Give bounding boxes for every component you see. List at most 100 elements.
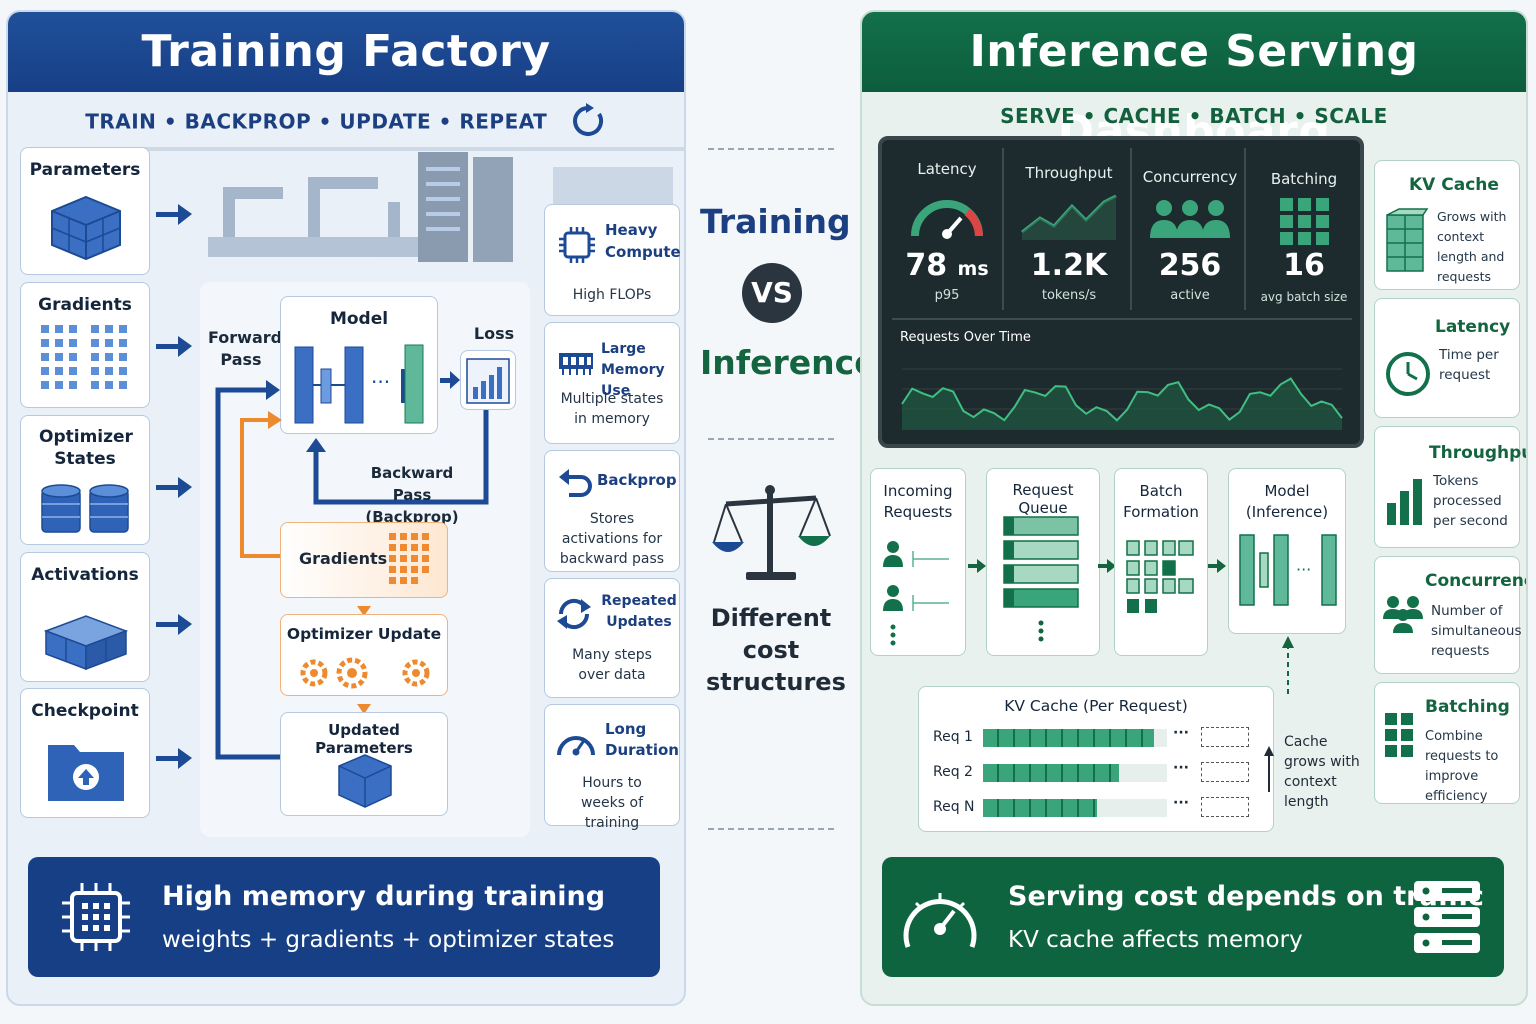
requests-chart: Requests Over Time — [892, 318, 1352, 436]
inference-title: Inference Serving Dashboard — [862, 12, 1526, 157]
model-inference-box: Model (Inference) ··· — [1228, 468, 1346, 634]
metric-label: Concurrency — [1142, 168, 1238, 186]
kv-row-label: Req N — [933, 799, 975, 815]
cache-grow-arrow — [1264, 746, 1274, 792]
side-concurrency: Concurrency Number of simultaneous reque… — [1374, 556, 1526, 674]
metric-label: Batching — [1270, 170, 1338, 188]
updated-parameters-box: Updated Parameters — [280, 712, 448, 816]
cpu-icon — [62, 883, 130, 951]
memory-icon — [559, 353, 593, 375]
metric-label: Latency — [917, 160, 977, 178]
metrics-monitor: Latency 78 ms p95 Throughput 1.2K tokens… — [878, 136, 1364, 448]
refresh-icon — [557, 598, 591, 630]
divider — [708, 828, 834, 830]
side-latency: Latency Time per request — [1374, 298, 1520, 418]
gears-icon — [300, 657, 430, 689]
model-label: Model — [329, 309, 389, 329]
metric-sub: tokens/s — [1041, 288, 1097, 303]
kv-cache-title: KV Cache (Per Request) — [1004, 697, 1188, 715]
optimizer-update-label: Optimizer Update — [286, 625, 442, 643]
loss-chart-icon-box — [460, 350, 516, 410]
training-subtitle-text: TRAIN • BACKPROP • UPDATE • REPEAT — [85, 109, 548, 134]
cache-grow-note: Cache grows with context length — [1284, 734, 1360, 810]
feature-title: Backprop — [597, 471, 677, 489]
kv-row-empty-slot — [1201, 797, 1249, 817]
side-text: Time per request — [1439, 347, 1499, 383]
gradients-card: Gradients — [20, 282, 150, 408]
down-arrow-2 — [357, 704, 371, 714]
checkpoint-label: Checkpoint — [31, 701, 139, 721]
grid-dots-icon — [41, 325, 127, 389]
kv-row-fill — [983, 799, 1097, 817]
kv-cache-box: KV Cache (Per Request) Req 1···Req 2···R… — [918, 686, 1274, 832]
training-title: Training Factory — [8, 12, 684, 92]
checkpoint-card: Checkpoint — [20, 688, 150, 818]
users-icon — [1383, 596, 1423, 633]
updated-parameters-label: Updated Parameters — [315, 721, 413, 757]
side-kv-cache: KV Cache Grows with context length and r… — [1374, 160, 1520, 290]
kv-row-empty-slot — [1201, 727, 1249, 747]
gauge-icon — [557, 736, 595, 756]
forward-loop-arrow — [215, 380, 280, 760]
queue-bars-icon — [1003, 516, 1079, 642]
down-arrow-1 — [357, 606, 371, 616]
side-text: Grows with context length and requests — [1437, 209, 1507, 284]
incoming-label: Incoming Requests — [883, 482, 953, 521]
batch-label: Batch Formation — [1123, 482, 1199, 521]
gradients-box: Gradients — [280, 522, 448, 598]
metric-value: 256 — [1158, 248, 1222, 283]
model-layers-icon: ··· — [294, 344, 424, 424]
metric-throughput: Throughput 1.2K tokens/s — [1006, 148, 1132, 310]
side-title: Concurrency — [1425, 571, 1526, 591]
side-title: Batching — [1425, 697, 1510, 717]
kv-row-label: Req 1 — [933, 729, 973, 745]
batch-grid-icon — [1126, 540, 1194, 613]
gradients-box-label: Gradients — [299, 549, 388, 568]
clock-icon — [1386, 352, 1430, 396]
user-requests-icon — [883, 541, 949, 646]
arrow-batch-model — [1208, 559, 1226, 573]
bar-chart-icon — [466, 358, 510, 404]
gradients-label: Gradients — [38, 295, 132, 315]
kv-row-bar — [983, 764, 1167, 782]
undo-arrow-icon — [559, 469, 592, 497]
feature-large-memory: Large Memory Use Multiple states in memo… — [544, 322, 680, 444]
speedometer-icon — [911, 200, 983, 239]
grid-icon — [1385, 713, 1413, 757]
trend-line-icon — [1021, 194, 1117, 240]
database-icon — [41, 484, 129, 533]
feature-repeated-updates: Repeated Updates Many steps over data — [544, 578, 680, 698]
kv-row-ellipsis: ··· — [1173, 760, 1189, 776]
metric-concurrency: Concurrency 256 active — [1134, 148, 1246, 310]
server-icon — [1414, 881, 1480, 953]
small-cube-icon — [338, 754, 392, 808]
feature-text: Multiple states in memory — [560, 391, 664, 427]
training-footer-line1: High memory during training — [162, 881, 606, 912]
arrow-queue-batch — [1098, 559, 1116, 573]
kv-row-empty-slot — [1201, 762, 1249, 782]
divider — [708, 148, 834, 150]
feature-text: Stores activations for backward pass — [559, 511, 665, 567]
users-icon — [1150, 200, 1230, 238]
queue-label: Request Queue — [1012, 481, 1074, 517]
inference-footer-line1: Serving cost depends on traffic — [1008, 881, 1484, 912]
feature-title: Large Memory Use — [601, 341, 665, 399]
latency-value: 78 — [905, 248, 948, 283]
side-text: Combine requests to improve efficiency — [1425, 729, 1499, 804]
feature-title: Repeated Updates — [601, 593, 677, 630]
kv-row-ellipsis: ··· — [1173, 725, 1189, 741]
training-footer-line2: weights + gradients + optimizer states — [162, 927, 615, 953]
metric-sub: p95 — [934, 288, 960, 303]
orange-grid-icon — [389, 533, 429, 584]
loss-label: Loss — [473, 324, 515, 343]
vs-text: VS — [751, 276, 793, 309]
training-panel: Training Factory TRAIN • BACKPROP • UPDA… — [6, 10, 686, 1006]
parameters-card: Parameters — [20, 147, 150, 275]
feature-title: Heavy Compute — [605, 221, 681, 261]
svg-text:···: ··· — [1296, 560, 1311, 579]
feature-text: Many steps over data — [572, 647, 652, 683]
middle-training-label: Training — [700, 202, 851, 241]
inference-footer: Serving cost depends on traffic KV cache… — [882, 857, 1504, 977]
feature-long-duration: Long Duration Hours to weeks of training — [544, 704, 680, 831]
metric-value: 16 — [1283, 248, 1325, 283]
